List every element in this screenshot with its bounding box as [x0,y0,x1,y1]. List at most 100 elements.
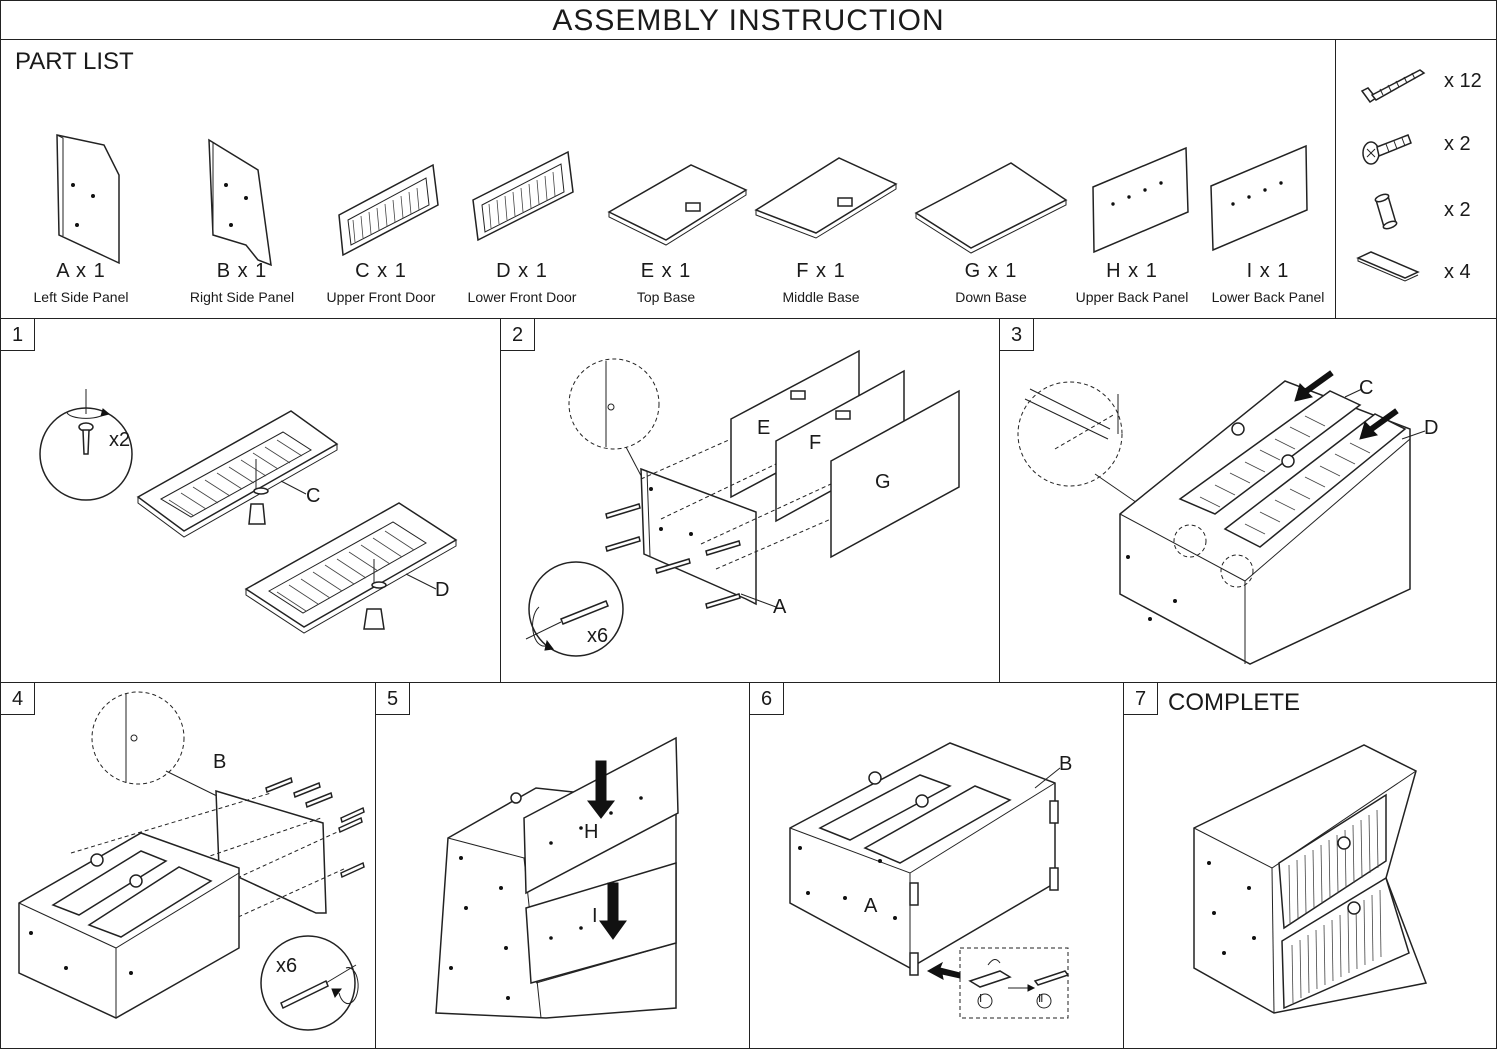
right-side-panel-illustration [208,138,272,267]
step-6-label-sub1: Ⅰ [979,993,983,1005]
part-b-code: B x 1 [216,260,268,282]
part-list-panel: PART LIST [0,39,1336,319]
part-f: F x 1 Middle Base [746,260,896,305]
step-2-label-f: F [809,432,822,454]
step-2-label-a: A [773,596,787,618]
step-5-label-h: H [584,821,599,843]
part-i-code: I x 1 [1246,260,1290,282]
part-d-code: D x 1 [496,260,548,282]
step-2-label-g: G [875,471,891,493]
part-list-illustrations [56,134,1308,267]
step-1-label-d: D [435,579,450,601]
hardware-qty-1: x 12 [1444,70,1482,92]
down-base-illustration [914,162,1068,254]
part-h-name: Upper Back Panel [1075,289,1189,305]
cabinet-step6 [789,742,1056,969]
part-h: H x 1 Upper Back Panel [1057,260,1207,305]
step-3-label-d: D [1424,417,1439,439]
step-7-title: COMPLETE [1168,689,1301,716]
step-6-illustration [789,742,1070,1019]
top-base-illustration [607,164,748,246]
left-side-panel-step2 [640,467,757,606]
step-5-panel: 5 H I [375,682,750,1049]
part-g: G x 1 Down Base [916,260,1066,305]
part-list-heading: PART LIST [15,48,134,75]
upper-back-panel-illustration [1092,146,1189,254]
step-1-qty: x2 [109,429,131,451]
part-e: E x 1 Top Base [591,260,741,305]
cabinet-step4 [18,832,240,1019]
cabinet-step3 [1119,380,1411,665]
step-1-label-c: C [306,485,321,507]
step-1-panel: 1 [0,318,501,683]
left-side-panel-illustration [56,134,120,265]
step-3-illustration [1017,370,1426,665]
step-6-number: 6 [750,683,784,715]
step-2-qty: x6 [587,625,609,647]
hardware-qty-2: x 2 [1444,133,1471,155]
step-6-label-sub2: Ⅱ [1038,993,1044,1005]
step-1-number: 1 [1,319,35,351]
part-i: I x 1 Lower Back Panel [1193,260,1343,305]
part-c-code: C x 1 [355,260,407,282]
part-a-code: A x 1 [56,260,106,282]
step-7-panel: 7 COMPLETE [1123,682,1497,1049]
step-4-number: 4 [1,683,35,715]
long-screw-icon [1360,69,1426,104]
step-5-illustration [435,736,679,1019]
lower-back-panel-illustration [1210,144,1308,252]
step-3-panel: 3 [999,318,1497,683]
adhesive-strip-icon [1356,251,1420,282]
step-1-illustration [39,389,458,634]
lower-front-door-step1 [244,502,458,634]
upper-front-door-step1 [136,410,339,538]
part-c-name: Upper Front Door [326,289,436,305]
step-2-panel: 2 [500,318,1000,683]
knob-icon [1374,193,1398,230]
step-6-panel: 6 [749,682,1124,1049]
part-d: D x 1 Lower Front Door [447,260,597,305]
part-a: A x 1 Left Side Panel [6,260,156,305]
step-5-number: 5 [376,683,410,715]
down-base-step2 [830,389,960,559]
step-2-number: 2 [501,319,535,351]
hardware-panel: x 12 x 2 x 2 x 4 [1335,39,1497,319]
step-4-illustration [18,691,365,1031]
step-4-screws [265,776,365,879]
step-3-number: 3 [1000,319,1034,351]
part-h-code: H x 1 [1106,260,1158,282]
step-2-illustration [525,349,960,657]
lower-front-door-illustration [472,150,574,242]
hardware-qty-3: x 2 [1444,199,1471,221]
step-6-label-b: B [1059,753,1073,775]
step-3-label-c: C [1359,377,1374,399]
page-title: ASSEMBLY INSTRUCTION [0,0,1497,40]
step-6-label-a: A [864,895,878,917]
step-6-strips [909,800,1059,976]
upper-front-door-illustration [338,163,439,257]
part-e-code: E x 1 [640,260,692,282]
middle-base-illustration [754,157,898,239]
short-screw-icon [1362,134,1412,165]
part-e-name: Top Base [636,289,696,305]
part-g-name: Down Base [955,289,1027,305]
step-5-label-i: I [592,905,598,927]
hardware-qty-4: x 4 [1444,261,1471,283]
step-4-label-b: B [213,751,227,773]
part-f-code: F x 1 [796,260,846,282]
part-b: B x 1 Right Side Panel [167,260,317,305]
part-a-name: Left Side Panel [33,289,129,305]
step-2-label-e: E [757,417,771,439]
step-4-qty: x6 [276,955,298,977]
part-g-code: G x 1 [964,260,1018,282]
step-7-number: 7 [1124,683,1158,715]
part-b-name: Right Side Panel [189,289,295,305]
part-i-name: Lower Back Panel [1211,289,1325,305]
part-f-name: Middle Base [782,289,860,305]
completed-cabinet [1193,744,1428,1014]
part-c: C x 1 Upper Front Door [306,260,456,305]
step-7-illustration [1193,744,1428,1014]
hardware-illustrations [1356,69,1426,282]
part-d-name: Lower Front Door [467,289,577,305]
